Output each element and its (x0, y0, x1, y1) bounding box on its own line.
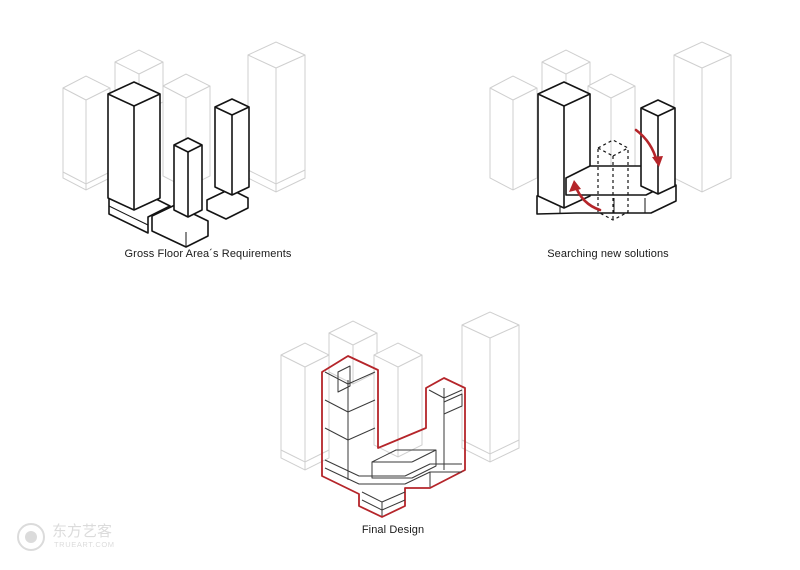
watermark-brand: 东方艺客 (52, 522, 113, 540)
watermark-logo-icon (17, 523, 45, 551)
final-mass-detail (324, 365, 463, 516)
arrowhead-left-icon (569, 180, 581, 192)
caption-final-design: Final Design (361, 524, 425, 536)
proposed-towers (107, 81, 250, 248)
arrowhead-right-icon (652, 156, 663, 167)
watermark: 东方艺客 TRUEART.COM (14, 520, 134, 556)
panel-final-design (280, 311, 520, 518)
caption-gross-floor-area: Gross Floor Area´s Requirements (124, 248, 292, 260)
final-design-outline (321, 355, 466, 518)
caption-searching-solutions: Searching new solutions (547, 248, 669, 260)
panel-gross-floor-area (62, 41, 306, 248)
removed-tower-ghost (597, 139, 629, 221)
context-buildings (280, 311, 520, 471)
panel-searching-solutions (489, 41, 732, 221)
u-shaped-mass (536, 81, 677, 215)
watermark-site: TRUEART.COM (54, 540, 115, 549)
